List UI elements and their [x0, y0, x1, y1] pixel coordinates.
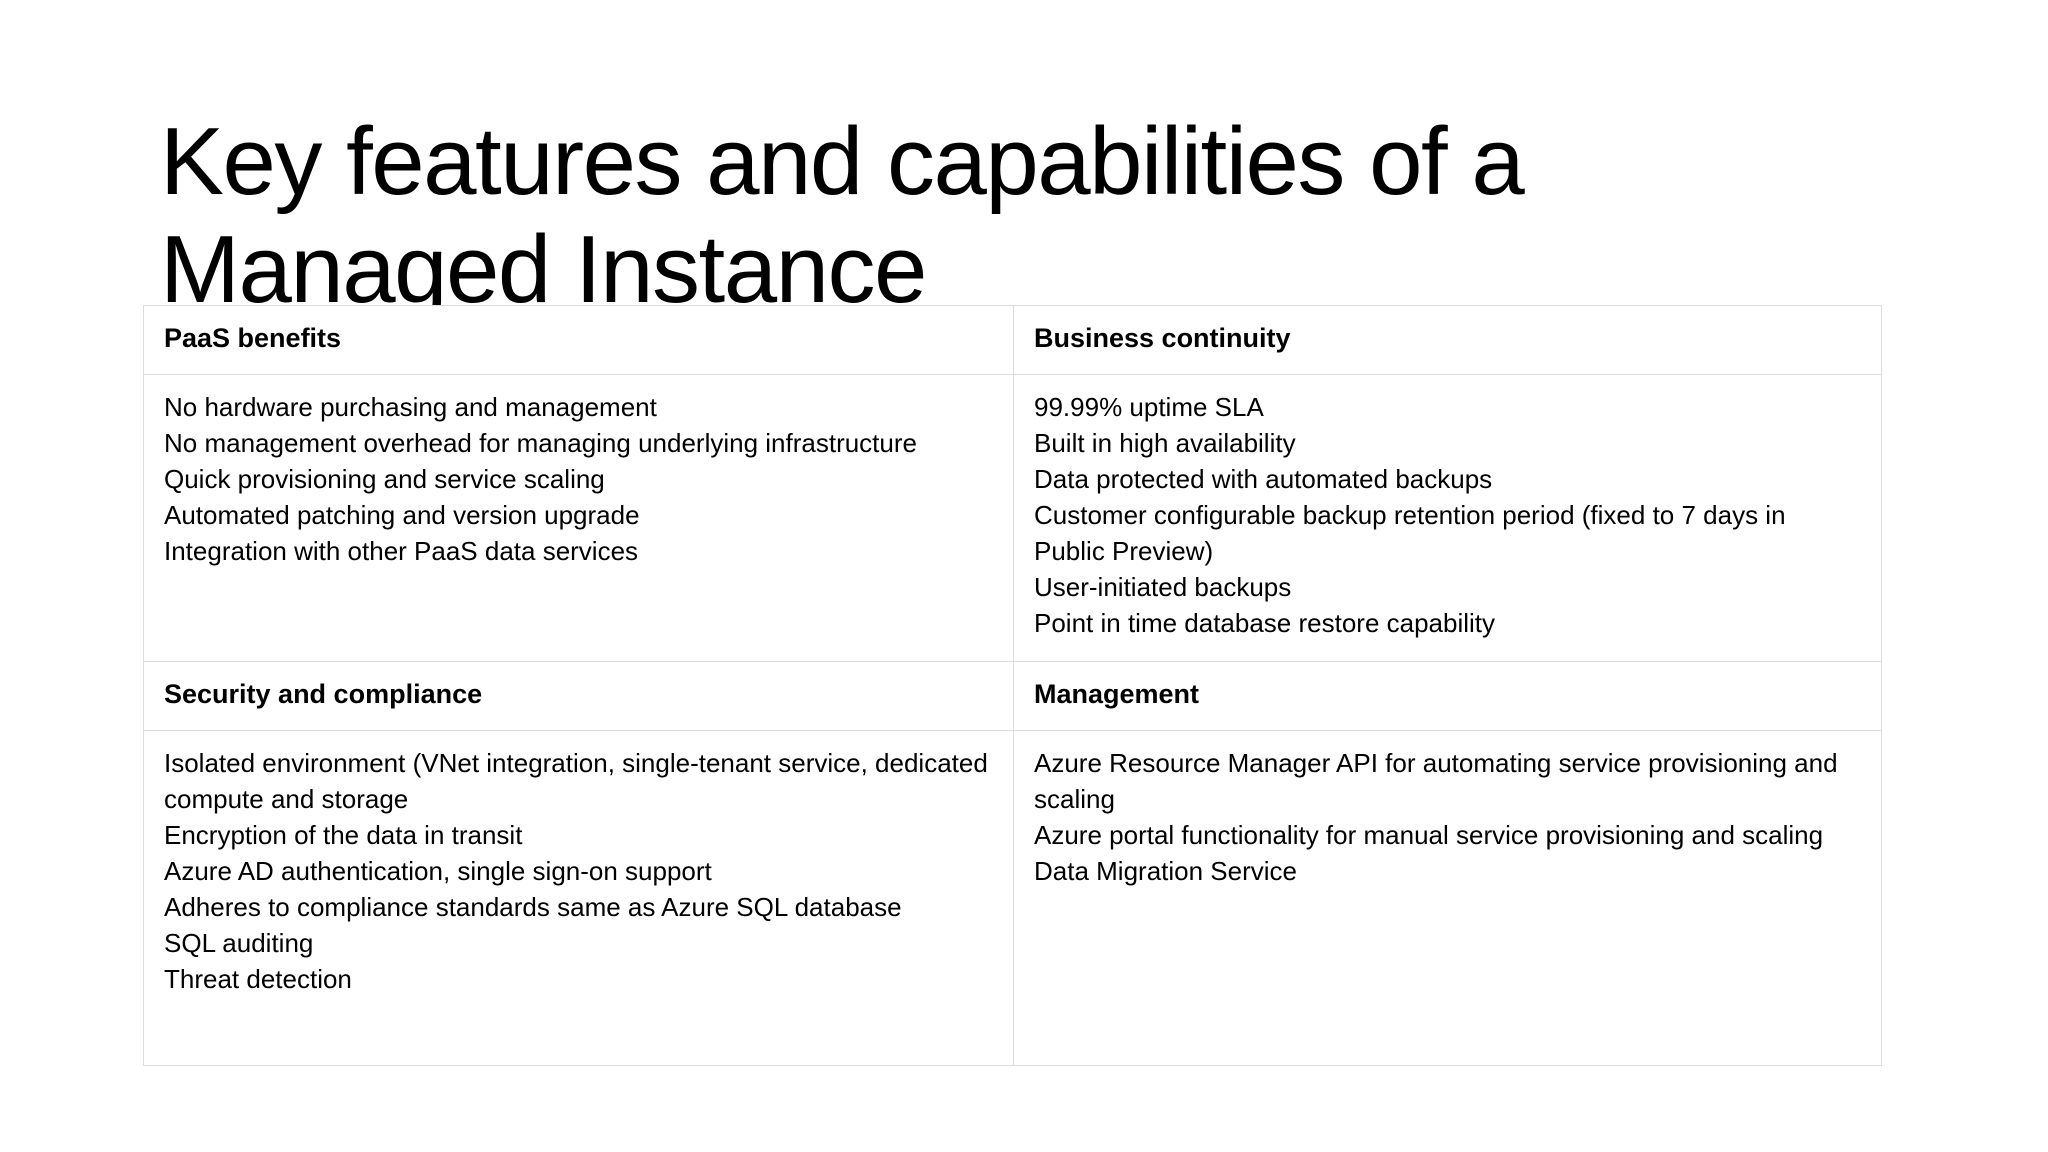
list-item: Threat detection: [164, 963, 352, 994]
list-item: Built in high availability: [1034, 427, 1296, 458]
item-list: Isolated environment (VNet integration, …: [164, 745, 993, 997]
item-list: 99.99% uptime SLA Built in high availabil…: [1034, 389, 1861, 641]
list-item: No management overhead for managing unde…: [164, 427, 917, 458]
header-cell-management: Management: [1013, 660, 1882, 731]
table-row: PaaS benefits Business continuity: [143, 305, 1882, 375]
list-item: SQL auditing: [164, 927, 314, 958]
list-item: Isolated environment (VNet integration, …: [164, 747, 988, 814]
column-header-label: Security and compliance: [164, 678, 483, 709]
list-item: User-initiated backups: [1034, 571, 1292, 602]
list-item: Adheres to compliance standards same as …: [164, 891, 902, 922]
header-cell-security-and-compliance: Security and compliance: [143, 660, 1014, 731]
page-title: Key features and capabilities of a Manag…: [160, 108, 1549, 323]
list-item: Azure portal functionality for manual se…: [1034, 819, 1824, 850]
item-list: No hardware purchasing and management No …: [164, 389, 993, 569]
list-item: Quick provisioning and service scaling: [164, 463, 605, 494]
list-item: Data Migration Service: [1034, 855, 1297, 886]
column-header-label: Management: [1034, 678, 1200, 709]
features-table: PaaS benefits Business continuity No har…: [143, 305, 1882, 1066]
list-item: Integration with other PaaS data service…: [164, 535, 639, 566]
list-item: Automated patching and version upgrade: [164, 499, 640, 530]
table-row: Security and compliance Management: [143, 660, 1882, 731]
item-list: Azure Resource Manager API for automatin…: [1034, 745, 1861, 889]
list-item: No hardware purchasing and management: [164, 391, 657, 422]
table-row: No hardware purchasing and management No …: [143, 373, 1882, 662]
column-header-label: PaaS benefits: [164, 323, 342, 353]
body-cell-security-and-compliance: Isolated environment (VNet integration, …: [143, 729, 1014, 1066]
body-cell-management: Azure Resource Manager API for automatin…: [1013, 729, 1882, 1066]
list-item: Encryption of the data in transit: [164, 819, 523, 850]
list-item: Azure AD authentication, single sign-on …: [164, 855, 712, 886]
column-header-label: Business continuity: [1034, 323, 1291, 353]
list-item: Data protected with automated backups: [1034, 463, 1493, 494]
list-item: Azure Resource Manager API for automatin…: [1034, 747, 1838, 814]
header-cell-paas-benefits: PaaS benefits: [143, 305, 1014, 375]
table-row: Isolated environment (VNet integration, …: [143, 729, 1882, 1066]
list-item: Customer configurable backup retention p…: [1034, 499, 1786, 566]
body-cell-business-continuity: 99.99% uptime SLA Built in high availabil…: [1013, 373, 1882, 662]
body-cell-paas-benefits: No hardware purchasing and management No …: [143, 373, 1014, 662]
header-cell-business-continuity: Business continuity: [1013, 305, 1882, 375]
list-item: 99.99% uptime SLA: [1034, 391, 1264, 422]
list-item: Point in time database restore capabilit…: [1034, 607, 1496, 638]
